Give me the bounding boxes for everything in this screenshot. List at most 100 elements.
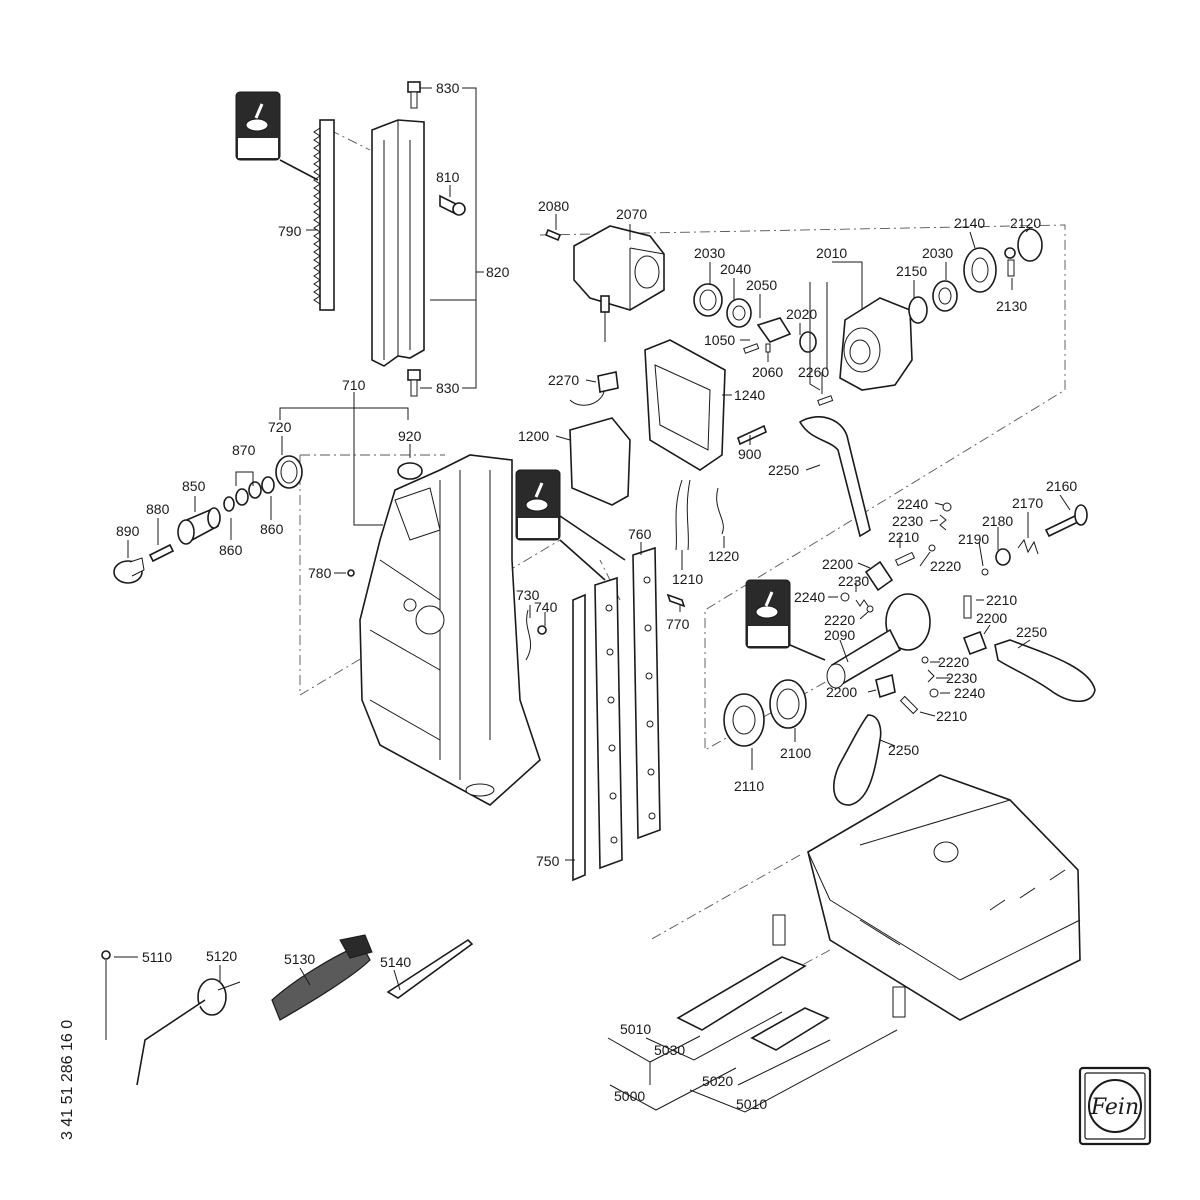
label-2230: 2230 — [892, 513, 923, 529]
screw-740-780 — [347, 569, 547, 635]
label-2130: 2130 — [996, 298, 1027, 314]
label-2140: 2140 — [954, 215, 985, 231]
label-5000: 5000 — [614, 1088, 645, 1104]
gear-2050 — [756, 317, 792, 343]
label-5120: 5120 — [206, 948, 237, 964]
label-2250: 2250 — [1016, 624, 1047, 640]
label-5130: 5130 — [284, 951, 315, 967]
oring-2150 — [908, 296, 928, 324]
label-2220: 2220 — [930, 558, 961, 574]
label-5030: 5030 — [654, 1042, 685, 1058]
label-870: 870 — [232, 442, 256, 458]
bearing-2040 — [726, 298, 752, 328]
label-5010: 5010 — [736, 1096, 767, 1112]
logo-text: Fein — [1090, 1095, 1139, 1120]
label-2020: 2020 — [786, 306, 817, 322]
ejector-5120 — [136, 978, 241, 1086]
screw-810 — [439, 194, 466, 216]
label-750: 750 — [536, 853, 560, 869]
gear-ring-2100 — [769, 679, 807, 729]
label-2240: 2240 — [954, 685, 985, 701]
motor-2070 — [573, 225, 665, 342]
label-2240: 2240 — [794, 589, 825, 605]
pins-2210 — [894, 551, 972, 715]
label-2060: 2060 — [752, 364, 783, 380]
bearing-2020 — [799, 331, 817, 353]
rail-750 — [572, 593, 586, 882]
label-2160: 2160 — [1046, 478, 1077, 494]
label-860: 860 — [219, 542, 243, 558]
label-2150: 2150 — [896, 263, 927, 279]
handle-2250-bottom — [833, 714, 882, 806]
label-2010: 2010 — [816, 245, 847, 261]
label-810: 810 — [436, 169, 460, 185]
seal-2110 — [723, 693, 765, 747]
label-2110: 2110 — [734, 778, 764, 794]
sensor-2270 — [569, 371, 619, 406]
label-720: 720 — [268, 419, 292, 435]
handle-2250-right — [994, 639, 1096, 703]
label-1210: 1210 — [672, 571, 703, 587]
label-2230: 2230 — [838, 573, 869, 589]
label-890: 890 — [116, 523, 140, 539]
hub-2090 — [826, 593, 931, 689]
grease-icon-mid — [515, 469, 626, 581]
label-2260: 2260 — [798, 364, 829, 380]
label-2120: 2120 — [1010, 215, 1041, 231]
sleeves-2200 — [864, 560, 988, 699]
label-2090: 2090 — [824, 627, 855, 643]
part-callouts: 830 810 790 820 830 710 720 920 870 850 … — [116, 80, 1077, 1112]
label-860: 860 — [260, 521, 284, 537]
label-850: 850 — [182, 478, 206, 494]
label-2240: 2240 — [897, 496, 928, 512]
foam-inserts — [676, 956, 830, 1051]
label-2180: 2180 — [982, 513, 1013, 529]
pcb-1200 — [569, 417, 631, 506]
carry-case — [772, 774, 1081, 1021]
label-2210: 2210 — [986, 592, 1017, 608]
label-2030: 2030 — [694, 245, 725, 261]
grease-icon-handle — [745, 579, 826, 661]
label-920: 920 — [398, 428, 422, 444]
brand-logo: Fein — [1078, 1066, 1152, 1146]
label-2200: 2200 — [826, 684, 857, 700]
screw-830-bottom — [407, 369, 421, 397]
label-2170: 2170 — [1012, 495, 1043, 511]
label-760: 760 — [628, 526, 652, 542]
label-880: 880 — [146, 501, 170, 517]
washer-2030-left — [693, 283, 723, 317]
ring-720 — [275, 455, 303, 489]
wedge-5140 — [386, 938, 474, 999]
screw-830-top — [407, 81, 421, 109]
label-1200: 1200 — [518, 428, 549, 444]
leader-lines — [114, 87, 1071, 1113]
label-2250: 2250 — [768, 462, 799, 478]
housing-1240 — [644, 339, 726, 471]
label-830: 830 — [436, 380, 460, 396]
label-2270: 2270 — [548, 372, 579, 388]
bushing-850 — [177, 507, 221, 545]
washers-870-860 — [223, 476, 275, 512]
label-2200: 2200 — [976, 610, 1007, 626]
label-2080: 2080 — [538, 198, 569, 214]
label-2230: 2230 — [946, 670, 977, 686]
screw-880 — [148, 543, 175, 563]
label-2220: 2220 — [938, 654, 969, 670]
label-780: 780 — [308, 565, 332, 581]
label-2050: 2050 — [746, 277, 777, 293]
label-5140: 5140 — [380, 954, 411, 970]
label-2030: 2030 — [922, 245, 953, 261]
pin-2130 — [1004, 247, 1016, 277]
stand-base-710 — [359, 454, 541, 806]
screw-770 — [666, 593, 686, 608]
pins-1050-2060-2260-900 — [737, 343, 834, 446]
spring-730 — [525, 609, 532, 661]
oring-920 — [397, 462, 423, 480]
bolt-2160-spring-2170 — [981, 504, 1088, 576]
document-number: 3 41 51 286 16 0 — [59, 1020, 76, 1140]
label-740: 740 — [534, 599, 558, 615]
label-2070: 2070 — [616, 206, 647, 222]
ring-2120 — [1017, 228, 1043, 262]
gearbox-2010 — [839, 297, 913, 391]
